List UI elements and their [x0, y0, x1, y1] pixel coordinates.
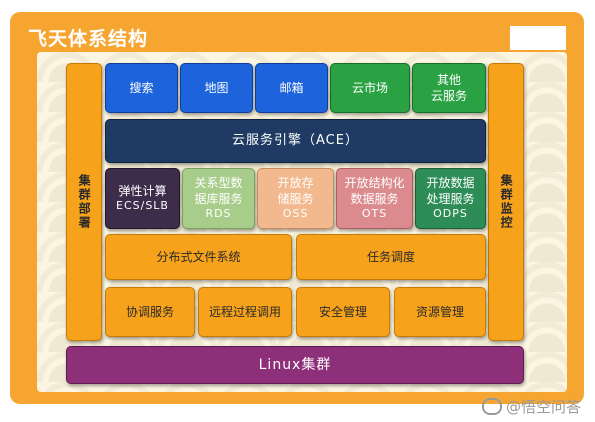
- service-code: OTS: [361, 207, 388, 221]
- security-management: 安全管理: [296, 287, 390, 337]
- cluster-deploy-label: 集群部署: [77, 174, 92, 230]
- task-scheduling: 任务调度: [296, 234, 486, 280]
- service-ots: 开放结构化 数据服务 OTS: [336, 168, 413, 229]
- top-item-other-services: 其他 云服务: [412, 63, 486, 113]
- service-name: 开放存 储服务: [277, 175, 314, 207]
- middle-item-label: 任务调度: [366, 249, 415, 264]
- watermark-text: @悟空问答: [505, 398, 581, 416]
- service-name: 关系型数 据库服务: [194, 175, 243, 207]
- diagram-title: 飞天体系结构: [28, 28, 149, 50]
- service-oss: 开放存 储服务 OSS: [257, 168, 334, 229]
- top-item-label: 搜索: [129, 80, 154, 95]
- top-item-label: 邮箱: [279, 80, 304, 95]
- bottom-item-label: 远程过程调用: [208, 304, 281, 319]
- title-blank-box: [510, 26, 566, 50]
- bottom-item-label: 安全管理: [318, 304, 367, 319]
- top-item-label: 其他 云服务: [430, 72, 467, 103]
- title-bar: 飞天体系结构: [28, 18, 566, 58]
- chat-bubble-icon: [481, 398, 502, 415]
- coordination-service: 协调服务: [105, 287, 195, 337]
- service-code: OSS: [282, 207, 309, 221]
- ace-engine-label: 云服务引擎（ACE）: [232, 133, 359, 149]
- service-code: RDS: [205, 207, 232, 221]
- linux-cluster-label: Linux集群: [258, 356, 332, 373]
- cluster-monitor-column: 集群监控: [488, 63, 524, 341]
- cluster-deploy-column: 集群部署: [66, 63, 102, 341]
- bottom-item-label: 协调服务: [125, 304, 174, 319]
- distributed-file-system: 分布式文件系统: [105, 234, 292, 280]
- linux-cluster-bar: Linux集群: [66, 346, 524, 384]
- top-item-label: 地图: [204, 80, 229, 95]
- service-odps: 开放数据 处理服务 ODPS: [415, 168, 486, 229]
- remote-procedure-call: 远程过程调用: [198, 287, 292, 337]
- service-code: ECS/SLB: [116, 199, 169, 213]
- service-name: 弹性计算: [118, 183, 167, 198]
- bottom-item-label: 资源管理: [415, 304, 464, 319]
- top-item-cloud-market: 云市场: [330, 63, 410, 113]
- service-rds: 关系型数 据库服务 RDS: [182, 168, 255, 229]
- top-item-label: 云市场: [351, 80, 388, 95]
- top-item-mail: 邮箱: [255, 63, 328, 113]
- middle-item-label: 分布式文件系统: [156, 249, 241, 264]
- service-code: ODPS: [433, 207, 468, 221]
- watermark: @悟空问答: [481, 396, 581, 417]
- top-item-search: 搜索: [105, 63, 178, 113]
- top-item-map: 地图: [180, 63, 253, 113]
- service-name: 开放数据 处理服务: [426, 175, 475, 207]
- service-ecs: 弹性计算 ECS/SLB: [105, 168, 180, 229]
- cluster-monitor-label: 集群监控: [499, 174, 514, 230]
- service-name: 开放结构化 数据服务: [344, 175, 405, 207]
- resource-management: 资源管理: [394, 287, 486, 337]
- ace-engine-bar: 云服务引擎（ACE）: [105, 119, 486, 163]
